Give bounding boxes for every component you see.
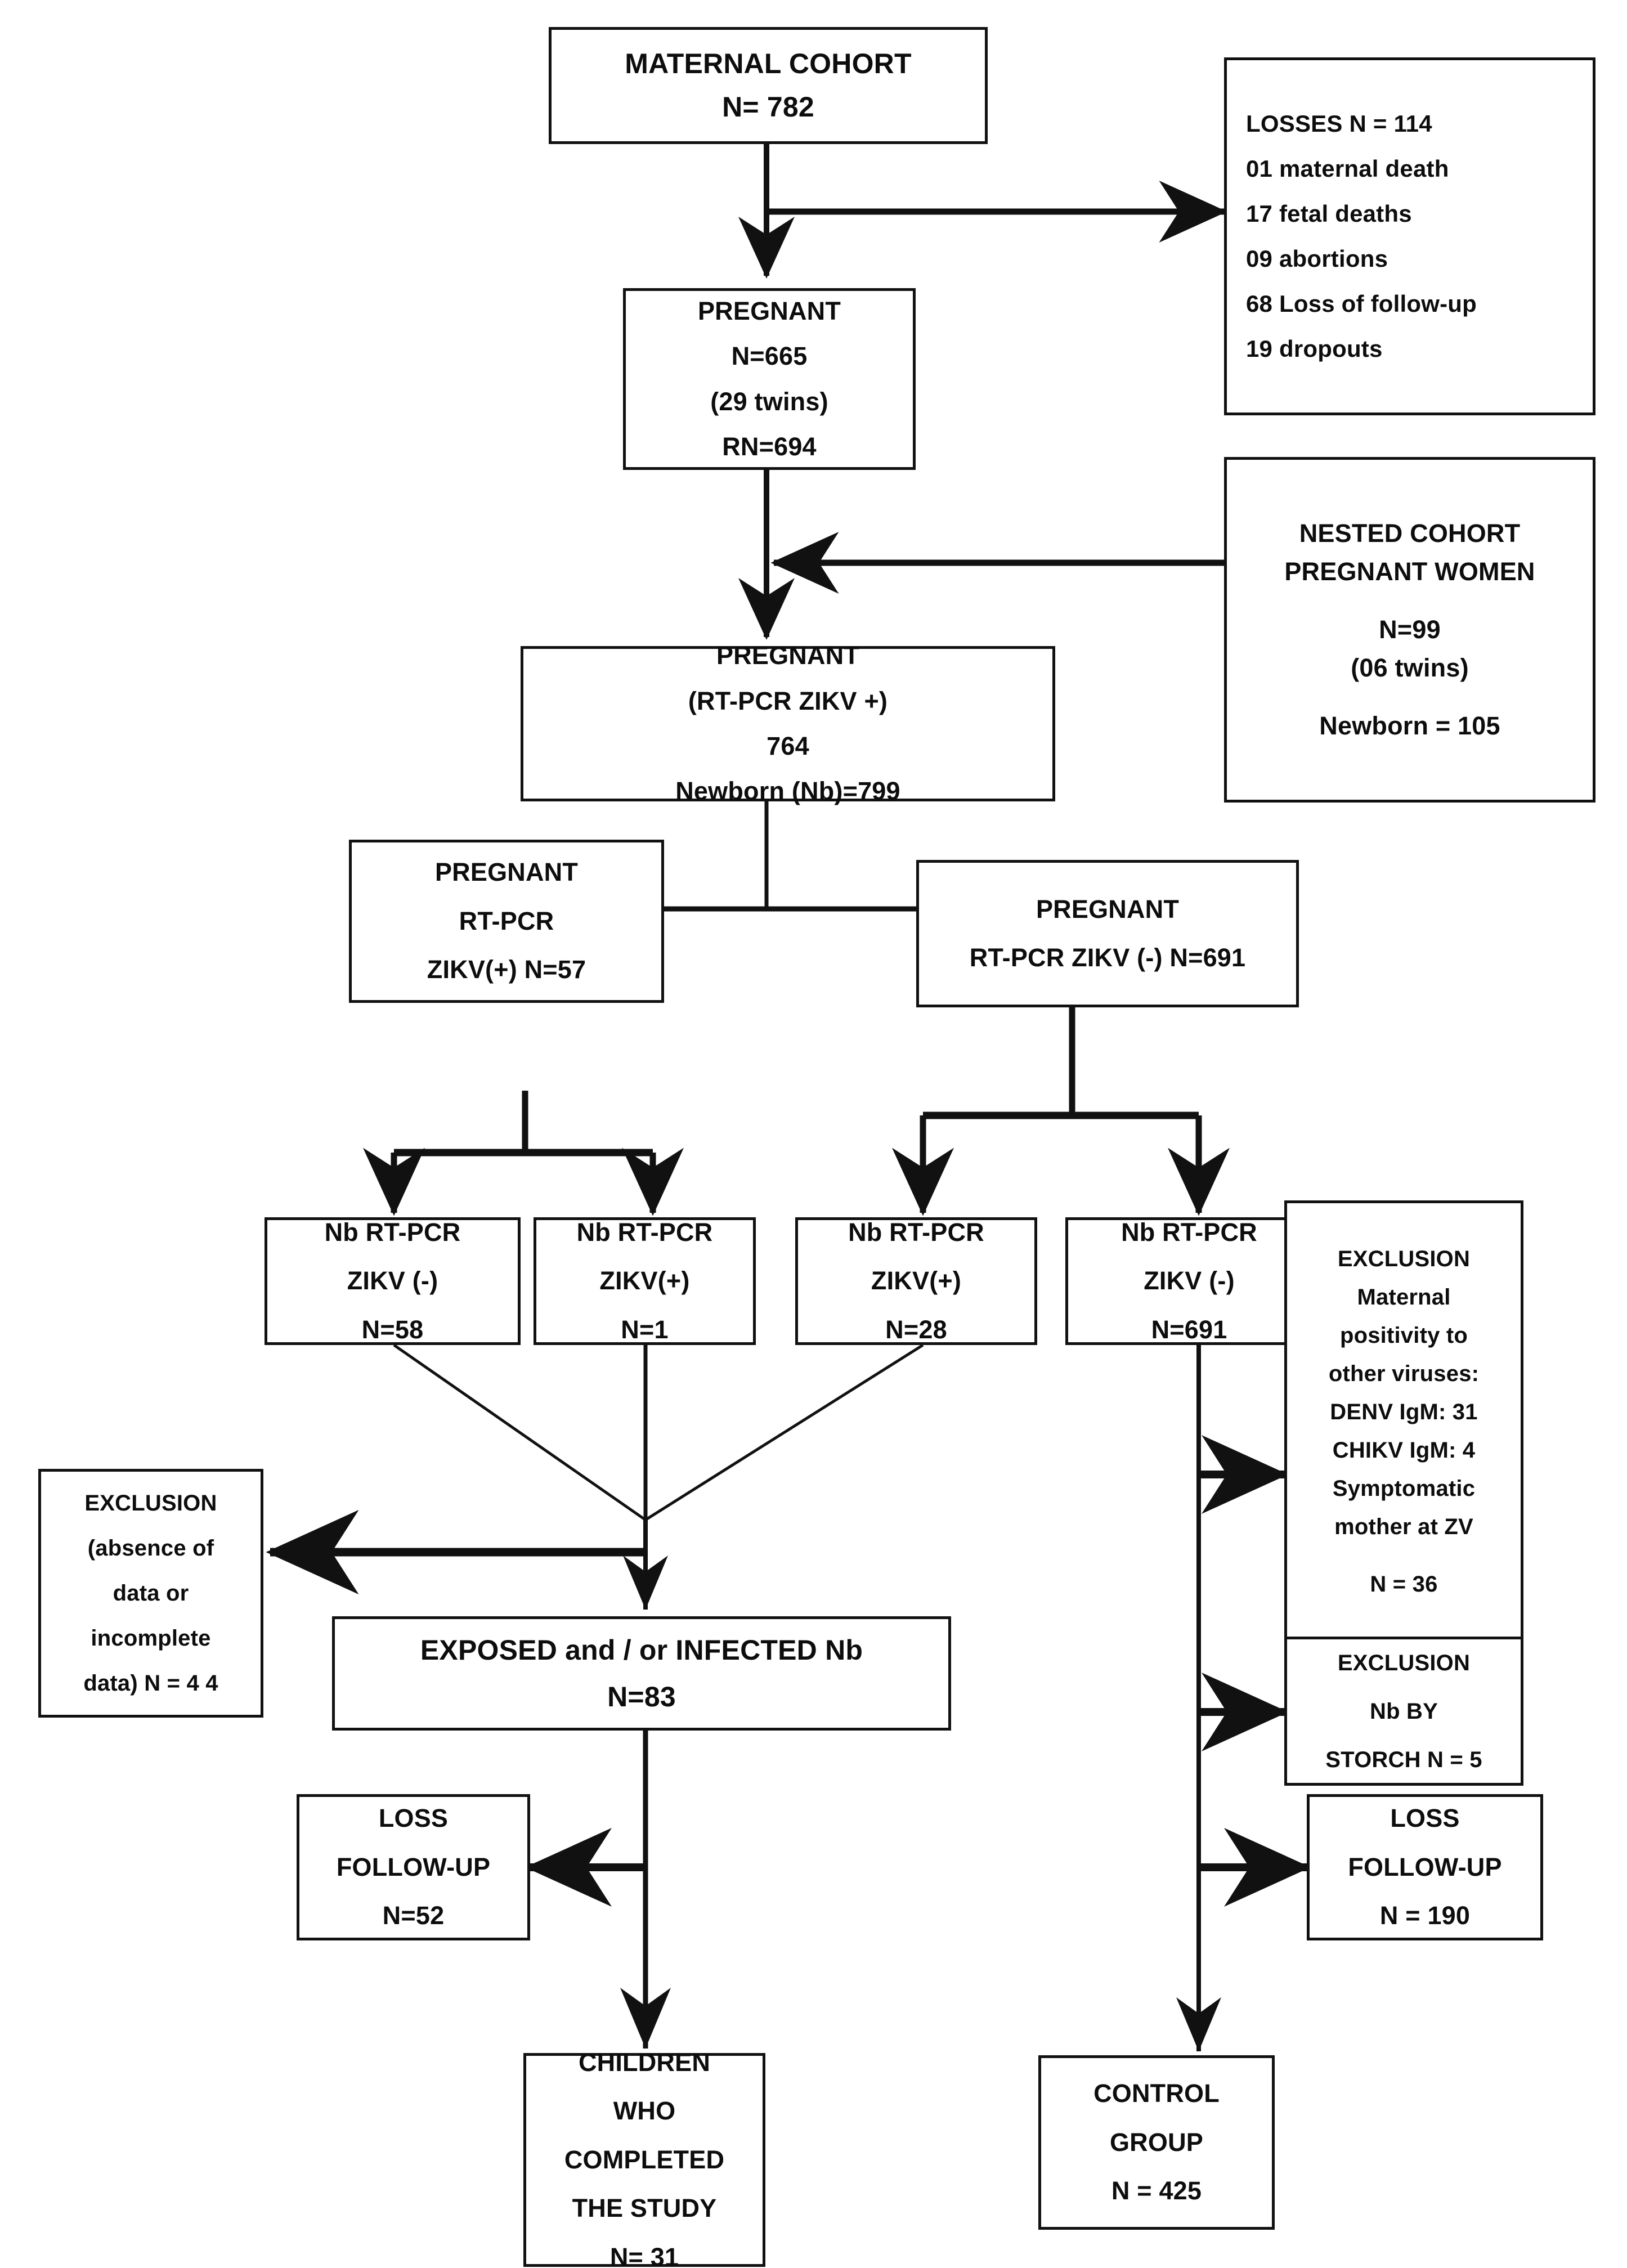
children-line-1: WHO — [613, 2096, 676, 2126]
children-line-4: N= 31 — [609, 2242, 679, 2268]
nb28-line-1: ZIKV(+) — [871, 1266, 962, 1296]
control-group-line-1: GROUP — [1109, 2127, 1203, 2157]
nested-cohort-line-0: NESTED COHORT — [1299, 519, 1521, 548]
exclusion-data-line-4: data) N = 4 4 — [83, 1671, 218, 1696]
pregnant665-line-2: (29 twins) — [710, 387, 828, 416]
nested-cohort-line-3: N=99 — [1379, 615, 1441, 644]
exclusion-viruses-line-6: Symptomatic — [1332, 1476, 1476, 1501]
node-nb-zikv-positive-1[interactable]: Nb RT-PCR ZIKV(+) N=1 — [534, 1217, 756, 1345]
exclusion-viruses-line-5: CHIKV IgM: 4 — [1332, 1437, 1476, 1463]
losses-line-3: 09 abortions — [1246, 245, 1388, 272]
loss52-line-1: FOLLOW-UP — [336, 1852, 491, 1881]
nb1-line-0: Nb RT-PCR — [576, 1217, 713, 1247]
pregnant764-line-0: PREGNANT — [716, 641, 860, 670]
node-pregnant-zikv-negative[interactable]: PREGNANT RT-PCR ZIKV (-) N=691 — [916, 860, 1299, 1007]
node-control-group[interactable]: CONTROL GROUP N = 425 — [1038, 2055, 1275, 2230]
exclusion-viruses-line-2: positivity to — [1339, 1323, 1468, 1348]
losses-line-4: 68 Loss of follow-up — [1246, 290, 1477, 317]
pregnant764-line-2: 764 — [767, 732, 809, 760]
nb1-line-1: ZIKV(+) — [599, 1266, 690, 1296]
node-maternal-cohort[interactable]: MATERNAL COHORT N= 782 — [549, 27, 988, 144]
exposed-infected-line-0: EXPOSED and / or INFECTED Nb — [420, 1634, 863, 1666]
pregnant-zikvneg-line-0: PREGNANT — [1036, 894, 1180, 924]
maternal-cohort-line-1: N= 782 — [722, 91, 814, 123]
node-nested-cohort[interactable]: NESTED COHORT PREGNANT WOMEN N=99 (06 tw… — [1224, 457, 1595, 803]
exclusion-storch-line-0: EXCLUSION — [1337, 1650, 1471, 1675]
node-nb-zikv-positive-28[interactable]: Nb RT-PCR ZIKV(+) N=28 — [795, 1217, 1037, 1345]
losses-line-2: 17 fetal deaths — [1246, 200, 1412, 227]
node-pregnant-zikv-positive[interactable]: PREGNANT RT-PCR ZIKV(+) N=57 — [349, 840, 664, 1003]
exclusion-storch-line-1: Nb BY — [1370, 1698, 1438, 1724]
node-children-completed-study[interactable]: CHILDREN WHO COMPLETED THE STUDY N= 31 — [523, 2048, 765, 2268]
node-exposed-or-infected-nb[interactable]: EXPOSED and / or INFECTED Nb N=83 — [332, 1616, 951, 1731]
nb28-line-0: Nb RT-PCR — [848, 1217, 984, 1247]
maternal-cohort-line-0: MATERNAL COHORT — [625, 48, 912, 79]
loss52-line-0: LOSS — [378, 1804, 449, 1833]
nb691-line-2: N=691 — [1151, 1315, 1227, 1344]
pregnant764-line-1: (RT-PCR ZIKV +) — [688, 686, 888, 715]
nb1-line-2: N=1 — [621, 1315, 669, 1344]
exclusion-viruses-line-1: Maternal — [1357, 1284, 1451, 1310]
pregnant-zikvpos-line-2: ZIKV(+) N=57 — [427, 955, 586, 984]
node-nb-zikv-negative-58[interactable]: Nb RT-PCR ZIKV (-) N=58 — [265, 1217, 521, 1345]
pregnant-zikvneg-line-1: RT-PCR ZIKV (-) N=691 — [969, 943, 1246, 972]
pregnant665-line-1: N=665 — [731, 342, 808, 371]
pregnant-zikvpos-line-1: RT-PCR — [459, 906, 554, 935]
pregnant-zikvpos-line-0: PREGNANT — [434, 858, 579, 887]
losses-line-1: 01 maternal death — [1246, 155, 1449, 182]
exclusion-storch-line-2: STORCH N = 5 — [1325, 1747, 1482, 1772]
nb58-line-1: ZIKV (-) — [347, 1266, 438, 1296]
exclusion-data-line-3: incomplete — [91, 1626, 211, 1651]
nb28-line-2: N=28 — [885, 1315, 947, 1344]
loss190-line-1: FOLLOW-UP — [1348, 1852, 1502, 1881]
node-losses[interactable]: LOSSES N = 114 01 maternal death 17 feta… — [1224, 57, 1595, 415]
exclusion-viruses-line-0: EXCLUSION — [1337, 1246, 1471, 1271]
nb58-line-2: N=58 — [361, 1315, 424, 1344]
exclusion-viruses-line-9: N = 36 — [1370, 1571, 1438, 1597]
node-loss-followup-52[interactable]: LOSS FOLLOW-UP N=52 — [297, 1794, 530, 1940]
children-line-0: CHILDREN — [578, 2048, 711, 2077]
exposed-infected-line-1: N=83 — [607, 1680, 676, 1713]
edge-nb28-diagonal — [645, 1343, 924, 1521]
pregnant665-line-0: PREGNANT — [697, 296, 841, 325]
pregnant665-line-3: RN=694 — [722, 432, 817, 461]
node-exclusion-nb-by-storch[interactable]: EXCLUSION Nb BY STORCH N = 5 — [1284, 1637, 1523, 1786]
control-group-line-0: CONTROL — [1093, 2079, 1220, 2108]
losses-line-5: 19 dropouts — [1246, 335, 1383, 362]
children-line-2: COMPLETED — [564, 2145, 725, 2174]
node-exclusion-absence-of-data[interactable]: EXCLUSION (absence of data or incomplete… — [38, 1469, 263, 1718]
loss190-line-2: N = 190 — [1379, 1901, 1471, 1930]
control-group-line-2: N = 425 — [1111, 2176, 1202, 2206]
loss52-line-2: N=52 — [382, 1901, 445, 1930]
exclusion-data-line-0: EXCLUSION — [84, 1491, 217, 1516]
exclusion-data-line-2: data or — [113, 1581, 189, 1606]
node-nb-zikv-negative-691[interactable]: Nb RT-PCR ZIKV (-) N=691 — [1065, 1217, 1313, 1345]
exclusion-viruses-line-4: DENV IgM: 31 — [1330, 1399, 1478, 1424]
node-exclusion-other-viruses[interactable]: EXCLUSION Maternal positivity to other v… — [1284, 1200, 1523, 1642]
pregnant764-line-3: Newborn (Nb)=799 — [675, 777, 900, 806]
node-loss-followup-190[interactable]: LOSS FOLLOW-UP N = 190 — [1307, 1794, 1543, 1940]
node-pregnant-764[interactable]: PREGNANT (RT-PCR ZIKV +) 764 Newborn (Nb… — [521, 641, 1055, 805]
nb691-line-1: ZIKV (-) — [1144, 1266, 1235, 1296]
node-pregnant-665[interactable]: PREGNANT N=665 (29 twins) RN=694 — [623, 288, 916, 470]
exclusion-data-line-1: (absence of — [87, 1536, 214, 1561]
children-line-3: THE STUDY — [572, 2194, 717, 2223]
losses-line-0: LOSSES N = 114 — [1246, 110, 1432, 137]
nested-cohort-line-1: PREGNANT WOMEN — [1284, 557, 1535, 586]
nested-cohort-line-6: Newborn = 105 — [1319, 711, 1500, 740]
nb58-line-0: Nb RT-PCR — [324, 1217, 461, 1247]
loss190-line-0: LOSS — [1390, 1804, 1460, 1833]
nested-cohort-line-4: (06 twins) — [1351, 653, 1469, 683]
edge-nb58-diagonal — [393, 1343, 646, 1521]
nb691-line-0: Nb RT-PCR — [1121, 1217, 1257, 1247]
exclusion-viruses-line-7: mother at ZV — [1334, 1514, 1473, 1539]
exclusion-viruses-line-3: other viruses: — [1328, 1361, 1480, 1386]
